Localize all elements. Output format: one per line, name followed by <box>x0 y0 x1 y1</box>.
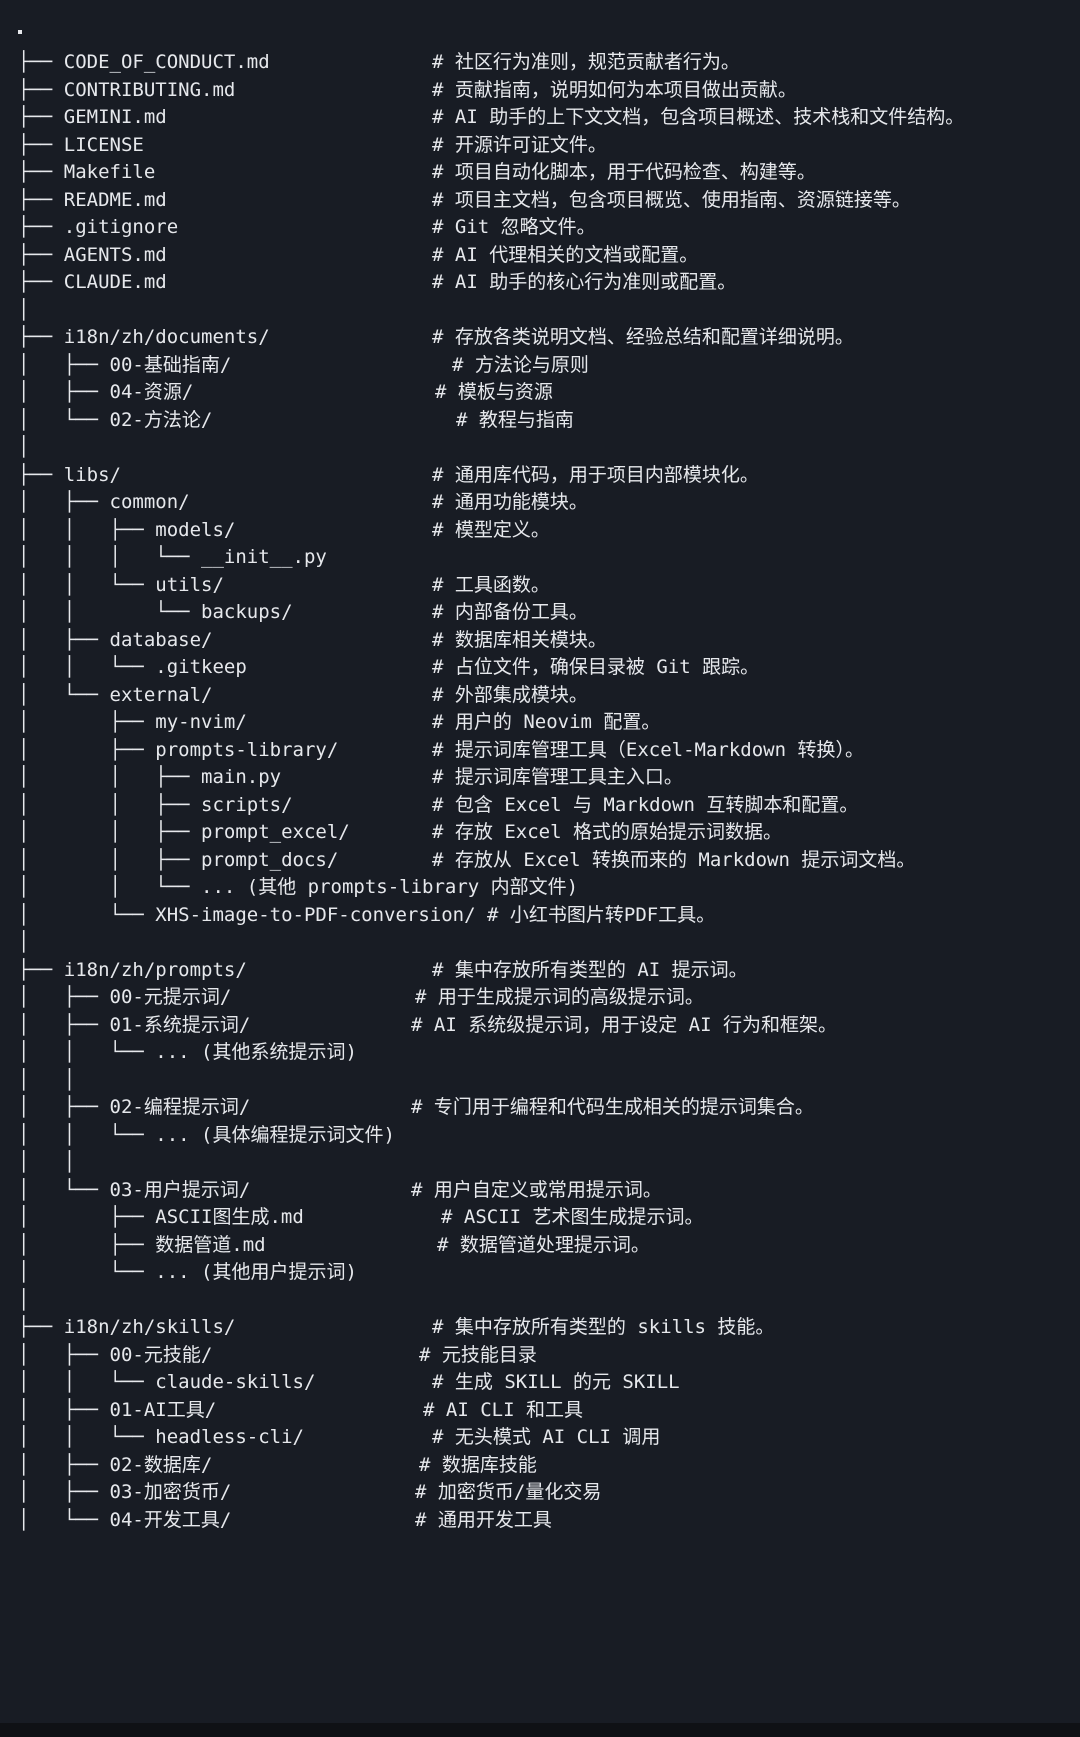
tree-entry: ├── AGENTS.md <box>18 243 167 266</box>
tree-entry: ├── Makefile <box>18 161 156 183</box>
tree-entry: │ └── XHS-image-to-PDF-conversion/ # 小红书… <box>18 903 716 926</box>
tree-entry: │ │ ├── models/ <box>18 518 236 541</box>
tree-entry-comment: # AI 助手的上下文文档，包含项目概述、技术栈和文件结构。 <box>432 106 965 128</box>
tree-entry-comment: # 数据库技能 <box>419 1453 537 1476</box>
tree-entry-comment: # 无头模式 AI CLI 调用 <box>432 1426 661 1448</box>
tree-entry: │ ├── 00-元技能/ <box>18 1343 213 1366</box>
tree-entry: │ │ │ └── __init__.py <box>18 546 327 568</box>
tree-entry-comment: # AI CLI 和工具 <box>423 1398 583 1421</box>
tree-entry: │ <box>18 931 30 953</box>
tree-entry: │ │ <box>18 1151 76 1173</box>
tree-entry: │ ├── 01-AI工具/ <box>18 1398 217 1421</box>
tree-entry: │ │ <box>18 1068 76 1091</box>
tree-entry: │ ├── database/ <box>18 628 213 651</box>
tree-entry-comment: # 内部备份工具。 <box>432 601 588 623</box>
tree-entry: ├── i18n/zh/documents/ <box>18 326 270 348</box>
tree-entry: │ └── ... (其他用户提示词) <box>18 1261 357 1283</box>
tree-entry: │ ├── 00-基础指南/ <box>18 353 232 376</box>
tree-entry-comment: # 开源许可证文件。 <box>432 133 607 156</box>
tree-entry: │ │ ├── prompt_docs/ <box>18 848 339 871</box>
tree-entry: │ │ └── backups/ <box>18 601 293 623</box>
bottom-strip <box>0 1723 1080 1737</box>
tree-entry: │ │ ├── scripts/ <box>18 793 293 816</box>
tree-entry-comment: # 工具函数。 <box>432 573 550 596</box>
tree-entry: │ │ └── ... (其他 prompts-library 内部文件) <box>18 876 579 898</box>
tree-root-dot <box>18 30 22 34</box>
tree-entry: │ ├── 03-加密货币/ <box>18 1481 232 1503</box>
tree-entry: │ ├── my-nvim/ <box>18 711 247 733</box>
tree-entry-comment: # ASCII 艺术图生成提示词。 <box>441 1206 704 1228</box>
tree-entry-comment: # 用户的 Neovim 配置。 <box>432 711 661 733</box>
tree-entry-comment: # 项目主文档，包含项目概览、使用指南、资源链接等。 <box>432 188 911 211</box>
tree-entry-comment: # AI 系统级提示词，用于设定 AI 行为和框架。 <box>411 1013 837 1036</box>
tree-entry-comment: # 集中存放所有类型的 AI 提示词。 <box>432 958 748 981</box>
tree-entry-comment: # 教程与指南 <box>456 408 574 431</box>
tree-entry: │ │ └── utils/ <box>18 573 224 596</box>
tree-entry-comment: # 包含 Excel 与 Markdown 互转脚本和配置。 <box>432 793 859 816</box>
tree-entry-comment: # 专门用于编程和代码生成相关的提示词集合。 <box>411 1096 814 1118</box>
tree-entry: │ │ └── headless-cli/ <box>18 1426 304 1448</box>
tree-entry: │ └── external/ <box>18 683 213 706</box>
tree-entry: │ ├── 02-数据库/ <box>18 1453 213 1476</box>
tree-entry-comment: # 模型定义。 <box>432 518 550 541</box>
tree-entry: │ ├── common/ <box>18 491 190 513</box>
tree-entry: │ <box>18 436 30 458</box>
tree-entry-comment: # AI 助手的核心行为准则或配置。 <box>432 271 737 293</box>
tree-entry-comment: # 存放从 Excel 转换而来的 Markdown 提示词文档。 <box>432 848 916 871</box>
tree-entry-comment: # 通用功能模块。 <box>432 491 588 513</box>
tree-entry-comment: # 存放 Excel 格式的原始提示词数据。 <box>432 821 782 843</box>
tree-entry-comment: # 外部集成模块。 <box>432 683 588 706</box>
tree-entry: ├── GEMINI.md <box>18 106 167 128</box>
tree-entry-comment: # 数据管道处理提示词。 <box>437 1233 650 1256</box>
tree-entry: │ │ ├── prompt_excel/ <box>18 821 350 843</box>
tree-entry: │ └── 04-开发工具/ <box>18 1508 232 1531</box>
tree-entry: │ │ ├── main.py <box>18 766 282 788</box>
tree-entry: │ ├── ASCII图生成.md <box>18 1206 304 1228</box>
tree-entry: │ │ └── .gitkeep <box>18 656 247 678</box>
tree-entry: │ <box>18 1288 30 1311</box>
tree-entry-comment: # AI 代理相关的文档或配置。 <box>432 243 699 266</box>
tree-entry-comment: # 贡献指南，说明如何为本项目做出贡献。 <box>432 78 797 101</box>
tree-entry-comment: # Git 忽略文件。 <box>432 216 596 238</box>
tree-entry: │ ├── 02-编程提示词/ <box>18 1096 251 1118</box>
tree-entry: ├── README.md <box>18 188 167 211</box>
tree-entry-comment: # 提示词库管理工具（Excel-Markdown 转换）。 <box>432 738 864 761</box>
tree-entry-comment: # 方法论与原则 <box>452 353 589 376</box>
tree-entry: │ │ └── ... (具体编程提示词文件) <box>18 1123 395 1146</box>
tree-entry: │ └── 02-方法论/ <box>18 408 213 431</box>
tree-entry-comment: # 社区行为准则，规范贡献者行为。 <box>432 51 740 73</box>
tree-entry-comment: # 项目自动化脚本，用于代码检查、构建等。 <box>432 161 816 183</box>
tree-entry: ├── libs/ <box>18 463 121 486</box>
tree-entry-comment: # 数据库相关模块。 <box>432 628 607 651</box>
tree-entry: ├── CONTRIBUTING.md <box>18 78 236 101</box>
tree-entry-comment: # 通用库代码，用于项目内部模块化。 <box>432 463 759 486</box>
tree-entry: │ ├── 04-资源/ <box>18 381 194 403</box>
tree-entry: │ ├── prompts-library/ <box>18 738 339 761</box>
tree-entry-comment: # 用户自定义或常用提示词。 <box>411 1178 662 1201</box>
tree-entry: │ <box>18 298 30 321</box>
tree-entry: ├── CLAUDE.md <box>18 271 167 293</box>
tree-entry: ├── LICENSE <box>18 133 144 156</box>
tree-entry: │ ├── 数据管道.md <box>18 1233 266 1256</box>
tree-entry-comment: # 通用开发工具 <box>415 1508 552 1531</box>
tree-entry: │ └── 03-用户提示词/ <box>18 1178 251 1201</box>
tree-entry-comment: # 集中存放所有类型的 skills 技能。 <box>432 1316 775 1338</box>
tree-entry: ├── .gitignore <box>18 216 179 238</box>
tree-entry: ├── i18n/zh/skills/ <box>18 1316 236 1338</box>
tree-entry: │ ├── 01-系统提示词/ <box>18 1013 251 1036</box>
tree-entry: │ ├── 00-元提示词/ <box>18 986 232 1008</box>
tree-entry-comment: # 模板与资源 <box>435 381 553 403</box>
tree-entry: │ │ └── claude-skills/ <box>18 1371 316 1393</box>
tree-entry-comment: # 存放各类说明文档、经验总结和配置详细说明。 <box>432 326 854 348</box>
tree-entry-comment: # 提示词库管理工具主入口。 <box>432 766 683 788</box>
tree-entry: │ │ └── ... (其他系统提示词) <box>18 1041 357 1063</box>
tree-entry-comment: # 加密货币/量化交易 <box>415 1481 602 1503</box>
tree-entry-comment: # 元技能目录 <box>419 1343 537 1366</box>
tree-entry: ├── i18n/zh/prompts/ <box>18 958 247 981</box>
tree-entry: ├── CODE_OF_CONDUCT.md <box>18 51 270 73</box>
tree-entry-comment: # 生成 SKILL 的元 SKILL <box>432 1371 680 1393</box>
tree-entry-comment: # 占位文件，确保目录被 Git 跟踪。 <box>432 656 760 678</box>
tree-entry-comment: # 用于生成提示词的高级提示词。 <box>415 986 704 1008</box>
